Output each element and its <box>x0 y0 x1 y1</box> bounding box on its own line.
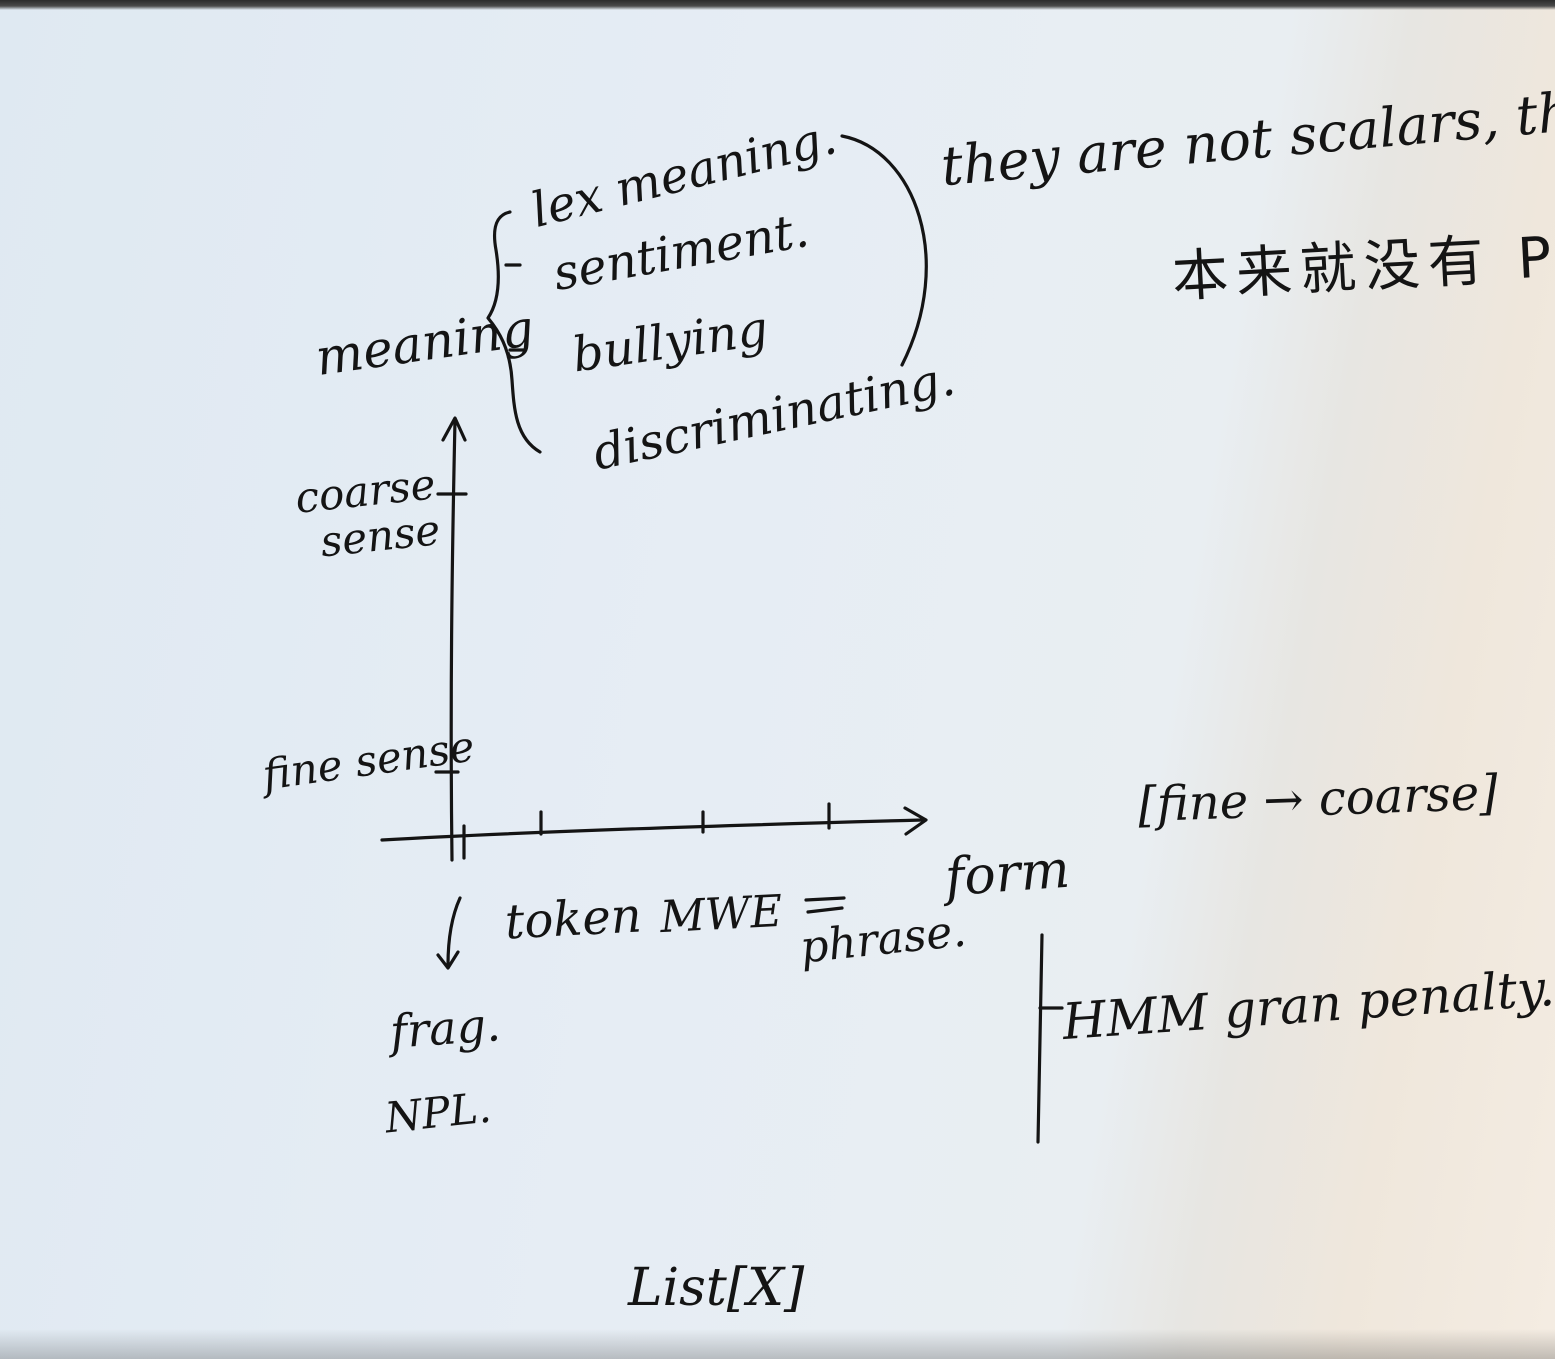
y-tick-label-coarse: coarse sense <box>292 459 443 567</box>
x-axis-arrow <box>903 806 928 836</box>
x-tick-label-mwe: MWE <box>658 885 784 944</box>
vertical-rule <box>1036 933 1044 1144</box>
curly-brace <box>486 210 542 454</box>
paper-top-edge <box>0 0 1555 10</box>
scale-note: [fine → coarse] <box>1137 764 1499 834</box>
y-axis <box>449 418 457 862</box>
down-arrow <box>446 896 462 967</box>
down-arrow-head <box>436 950 460 970</box>
y-axis-arrow <box>441 416 467 442</box>
closing-bracket <box>840 134 928 367</box>
below-origin-npl: NPL. <box>382 1082 494 1143</box>
x-tick-label-token: token <box>503 887 643 951</box>
x-axis <box>380 818 924 842</box>
strike-mark-2 <box>806 906 844 914</box>
x-axis-label: form <box>943 839 1072 909</box>
bottom-text: List[X] <box>628 1258 805 1318</box>
strike-mark <box>804 896 846 902</box>
paper-bottom-shadow <box>0 1329 1555 1359</box>
below-origin-frag: frag. <box>388 997 503 1059</box>
